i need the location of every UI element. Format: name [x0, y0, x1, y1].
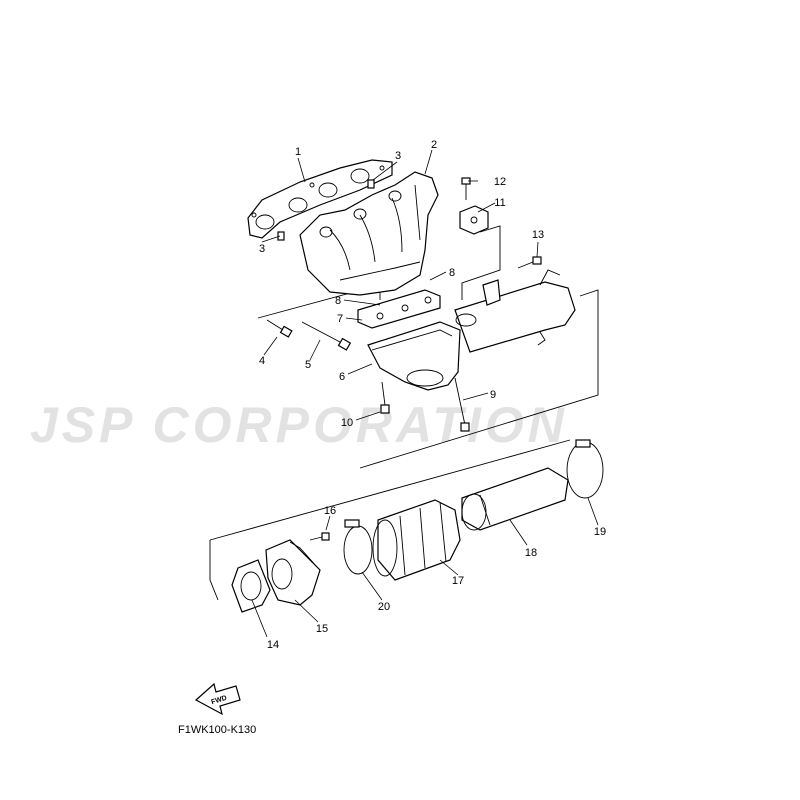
part-15-joint — [265, 539, 321, 606]
fwd-label: FWD — [210, 695, 227, 707]
part-18-hose — [461, 467, 569, 531]
callout-12: 12 — [494, 176, 506, 188]
callout-5: 5 — [305, 359, 311, 371]
part-11-bracket — [459, 205, 489, 235]
diagram-code: F1WK100-K130 — [178, 724, 257, 736]
callout-16: 16 — [324, 505, 336, 517]
callout-6: 6 — [339, 371, 345, 383]
water-pipe — [454, 269, 576, 353]
callout-4: 4 — [259, 355, 265, 367]
callout-11: 11 — [494, 197, 505, 209]
callout-10: 10 — [341, 417, 353, 429]
part-2-exhaust-manifold — [299, 171, 439, 296]
part-7-gasket — [357, 289, 441, 329]
callout-8-lower: 8 — [335, 295, 341, 307]
callout-2: 2 — [431, 139, 437, 151]
callout-13: 13 — [532, 229, 544, 241]
callout-17: 17 — [452, 575, 464, 587]
callout-1: 1 — [295, 146, 301, 158]
part-1-gasket — [247, 159, 393, 239]
callout-18: 18 — [525, 547, 537, 559]
part-17-rubber-joint — [372, 499, 461, 581]
part-3-dowel-pin-lower — [277, 231, 285, 241]
callout-3-lower: 3 — [259, 243, 265, 255]
callout-8-upper: 8 — [449, 267, 455, 279]
callout-15: 15 — [316, 623, 328, 635]
part-10-bolt — [380, 381, 390, 414]
pipe-bracket — [482, 279, 501, 306]
watermark-logo: JSP CORPORATION — [30, 396, 790, 456]
callout-7: 7 — [337, 313, 343, 325]
callout-20: 20 — [378, 601, 390, 613]
part-16-bolt — [309, 532, 330, 541]
part-4-bolt — [266, 319, 293, 338]
watermark-text: JSP CORPORATION — [30, 397, 568, 453]
part-14-gasket — [231, 559, 271, 613]
part-9-bolt — [454, 377, 470, 432]
part-20-hose-clamp — [343, 519, 373, 575]
part-6-exhaust-elbow — [367, 321, 461, 391]
part-19-hose-clamp — [566, 439, 604, 499]
part-13-bolt — [517, 256, 542, 269]
callout-9: 9 — [490, 389, 496, 401]
callout-14: 14 — [267, 639, 279, 651]
callout-19: 19 — [594, 526, 606, 538]
part-3-dowel-pin-upper — [367, 179, 375, 189]
lower-group-frame — [209, 439, 571, 601]
fwd-arrow-icon: FWD — [194, 682, 241, 716]
callout-3-upper: 3 — [395, 150, 401, 162]
leader-lines — [251, 149, 599, 638]
part-5-bolt — [301, 321, 352, 351]
